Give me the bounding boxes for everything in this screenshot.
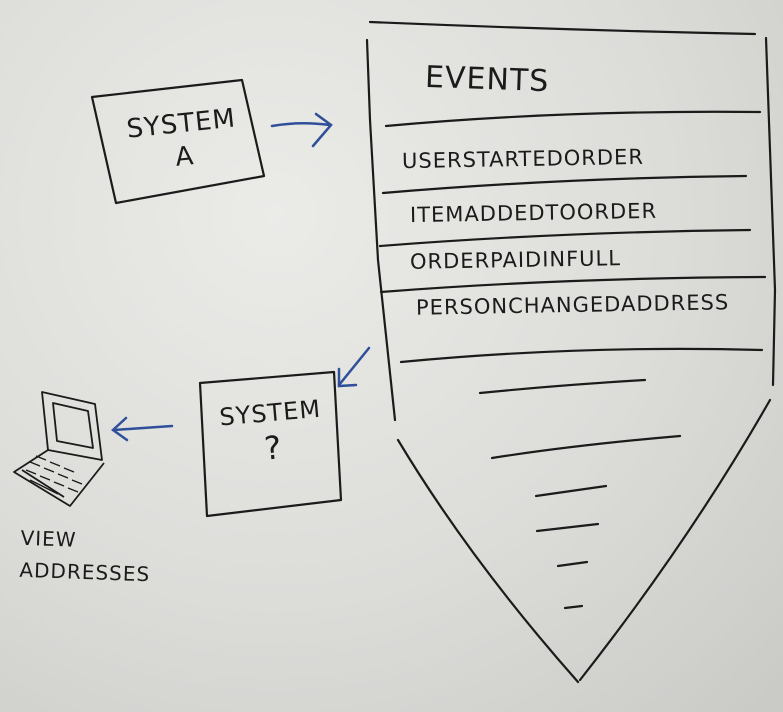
view-addresses-line2: Addresses [19, 557, 151, 587]
arrow-to-events [270, 112, 333, 148]
event-item-user-started-order: UserStartedOrder [401, 144, 645, 174]
system-unknown-label: System ? [209, 393, 335, 473]
arrow-to-laptop [111, 416, 174, 442]
system-unknown-box [198, 370, 343, 518]
events-title: Events [424, 59, 550, 100]
view-addresses-label: View Addresses [19, 522, 152, 591]
system-a-box [90, 78, 266, 205]
laptop-icon [13, 391, 105, 507]
events-funnel [365, 20, 777, 684]
view-addresses-line1: View [20, 525, 77, 552]
event-item-item-added-to-order: ItemAddedToOrder [409, 198, 658, 228]
arrow-to-system [337, 346, 371, 388]
event-item-order-paid-in-full: OrderPaidInFull [409, 246, 622, 274]
